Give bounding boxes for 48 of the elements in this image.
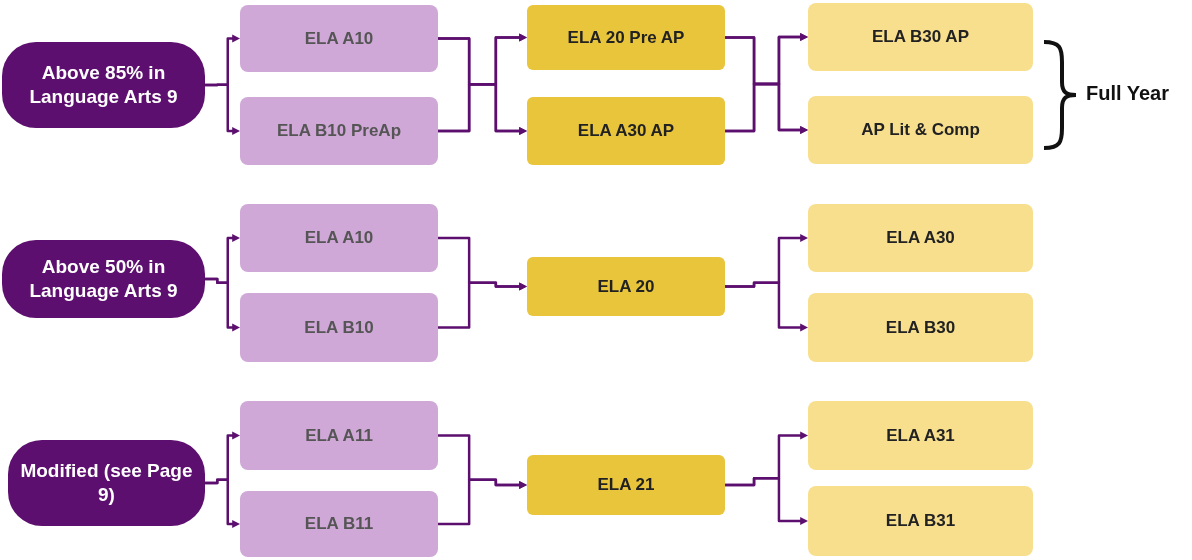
node-label: ELA 20: [597, 275, 655, 298]
node-label: ELA A31: [886, 424, 955, 447]
course-box: [808, 96, 1033, 164]
course-box: [240, 293, 438, 362]
start-pill: [2, 240, 205, 318]
course-box: [527, 257, 725, 316]
node-label: ELA A10: [304, 27, 374, 50]
course-box: [808, 486, 1033, 556]
course-box: [808, 3, 1033, 71]
node-label: ELA A30 AP: [577, 120, 675, 142]
arrow: [438, 478, 528, 526]
arrow: [725, 82, 809, 134]
course-box: [240, 97, 438, 165]
course-box: [527, 455, 725, 515]
node-label: AP Lit & Comp: [861, 119, 980, 141]
node-label: Modified (see Page 9): [19, 459, 194, 507]
arrow: [438, 83, 528, 135]
node-label: ELA B30 AP: [872, 26, 969, 48]
arrow: [725, 477, 809, 525]
node-label: ELA B31: [885, 510, 956, 532]
arrow: [438, 281, 528, 329]
course-box: [240, 5, 438, 72]
course-box: [808, 293, 1033, 362]
node-label: ELA B10 PreAp: [276, 120, 402, 142]
node-label: ELA B11: [304, 513, 374, 535]
node-label: ELA B30: [885, 316, 956, 339]
arrow: [205, 277, 241, 332]
node-label: ELA 20 Pre AP: [567, 26, 685, 49]
arrow: [205, 478, 241, 528]
node-label: ELA A10: [304, 227, 374, 249]
course-box: [240, 204, 438, 272]
course-box: [240, 491, 438, 557]
course-box: [808, 204, 1033, 272]
node-label: ELA 21: [597, 474, 655, 496]
start-pill: [8, 440, 205, 526]
node-label: ELA A30: [886, 227, 955, 249]
start-pill: [2, 42, 205, 128]
course-box: [527, 5, 725, 70]
arrow: [205, 83, 241, 135]
course-box: [240, 401, 438, 470]
brace-label: Full Year: [1086, 82, 1169, 105]
node-label: Above 85% in Language Arts 9: [28, 61, 179, 109]
arrow: [725, 281, 809, 332]
node-label: ELA A11: [305, 424, 373, 447]
course-box: [527, 97, 725, 165]
node-label: Above 50% in Language Arts 9: [28, 255, 179, 303]
course-box: [808, 401, 1033, 470]
node-label: ELA B10: [304, 316, 374, 339]
